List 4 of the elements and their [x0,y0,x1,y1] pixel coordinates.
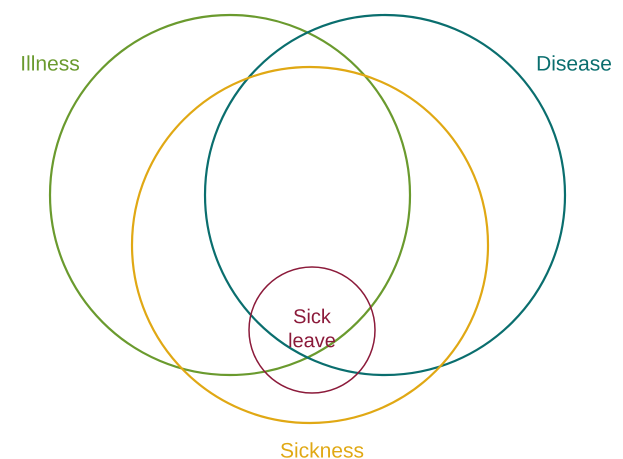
circle-label: Sick leave [289,308,335,348]
circle-label: Illness [22,55,79,71]
circle-label: Sickness [280,442,364,458]
circle-label: Disease [538,55,611,71]
